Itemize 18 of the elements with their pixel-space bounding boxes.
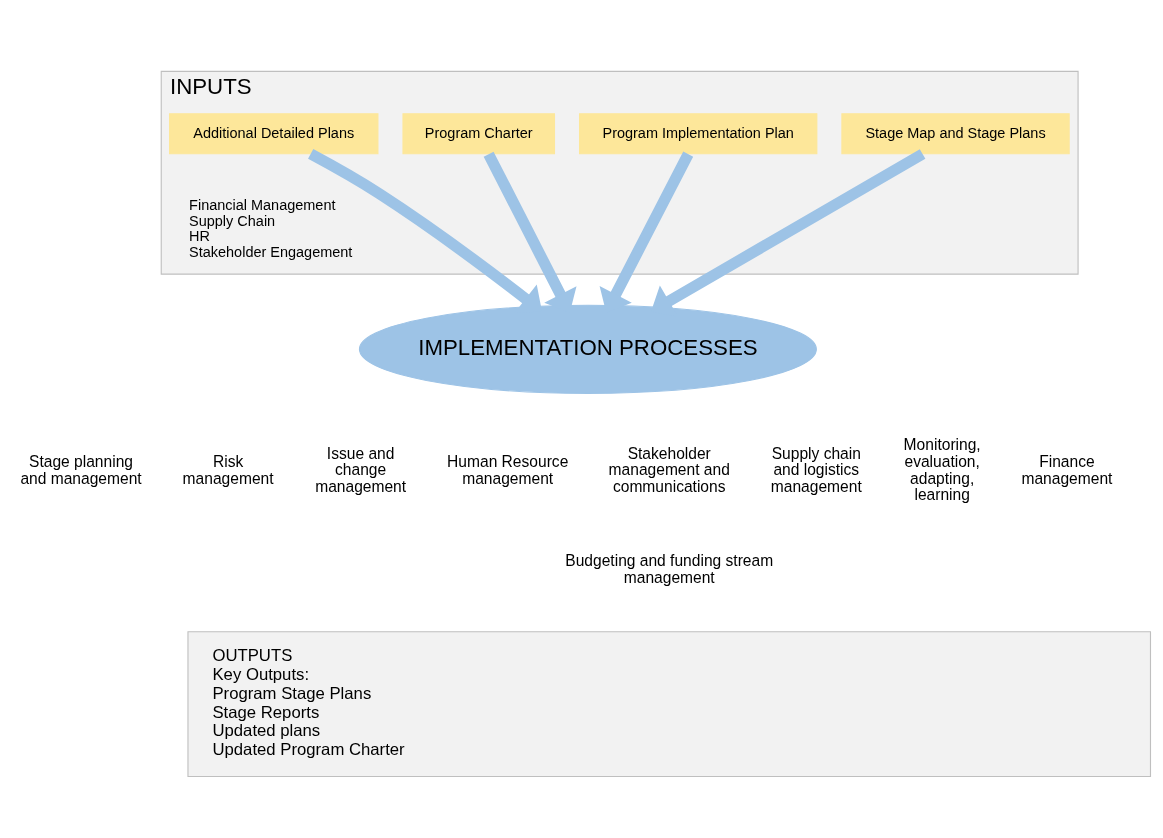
node-box: Stage Map and Stage Plans	[841, 112, 1070, 154]
label: Supply chain and logistics management	[770, 444, 862, 495]
label: Monitoring, evaluation, adapting, learning	[903, 435, 981, 503]
node-label: Stakeholder Engagement	[189, 243, 353, 260]
node-label: Financial Management	[189, 196, 336, 213]
label: Budgeting and funding stream management	[565, 551, 774, 586]
node-box: Program Charter	[402, 112, 556, 154]
label: Issue and change management	[315, 444, 407, 495]
node-box: Additional Detailed Plans	[169, 112, 379, 154]
label: Finance management	[1021, 452, 1113, 487]
label: Stakeholder management and communications	[608, 444, 730, 495]
label: Risk management	[182, 452, 274, 487]
node-box: Program Implementation Plan	[579, 112, 818, 154]
node-ellipse: IMPLEMENTATION PROCESSES	[358, 304, 817, 394]
node-box: OUTPUTS Key Outputs: Program Stage Plans Stage Reports Updated plans Updated Program Charter	[187, 630, 1152, 777]
label: Human Resource management	[447, 452, 569, 487]
label: Stage planning and management	[20, 452, 142, 487]
node-label: Supply Chain	[189, 212, 276, 229]
